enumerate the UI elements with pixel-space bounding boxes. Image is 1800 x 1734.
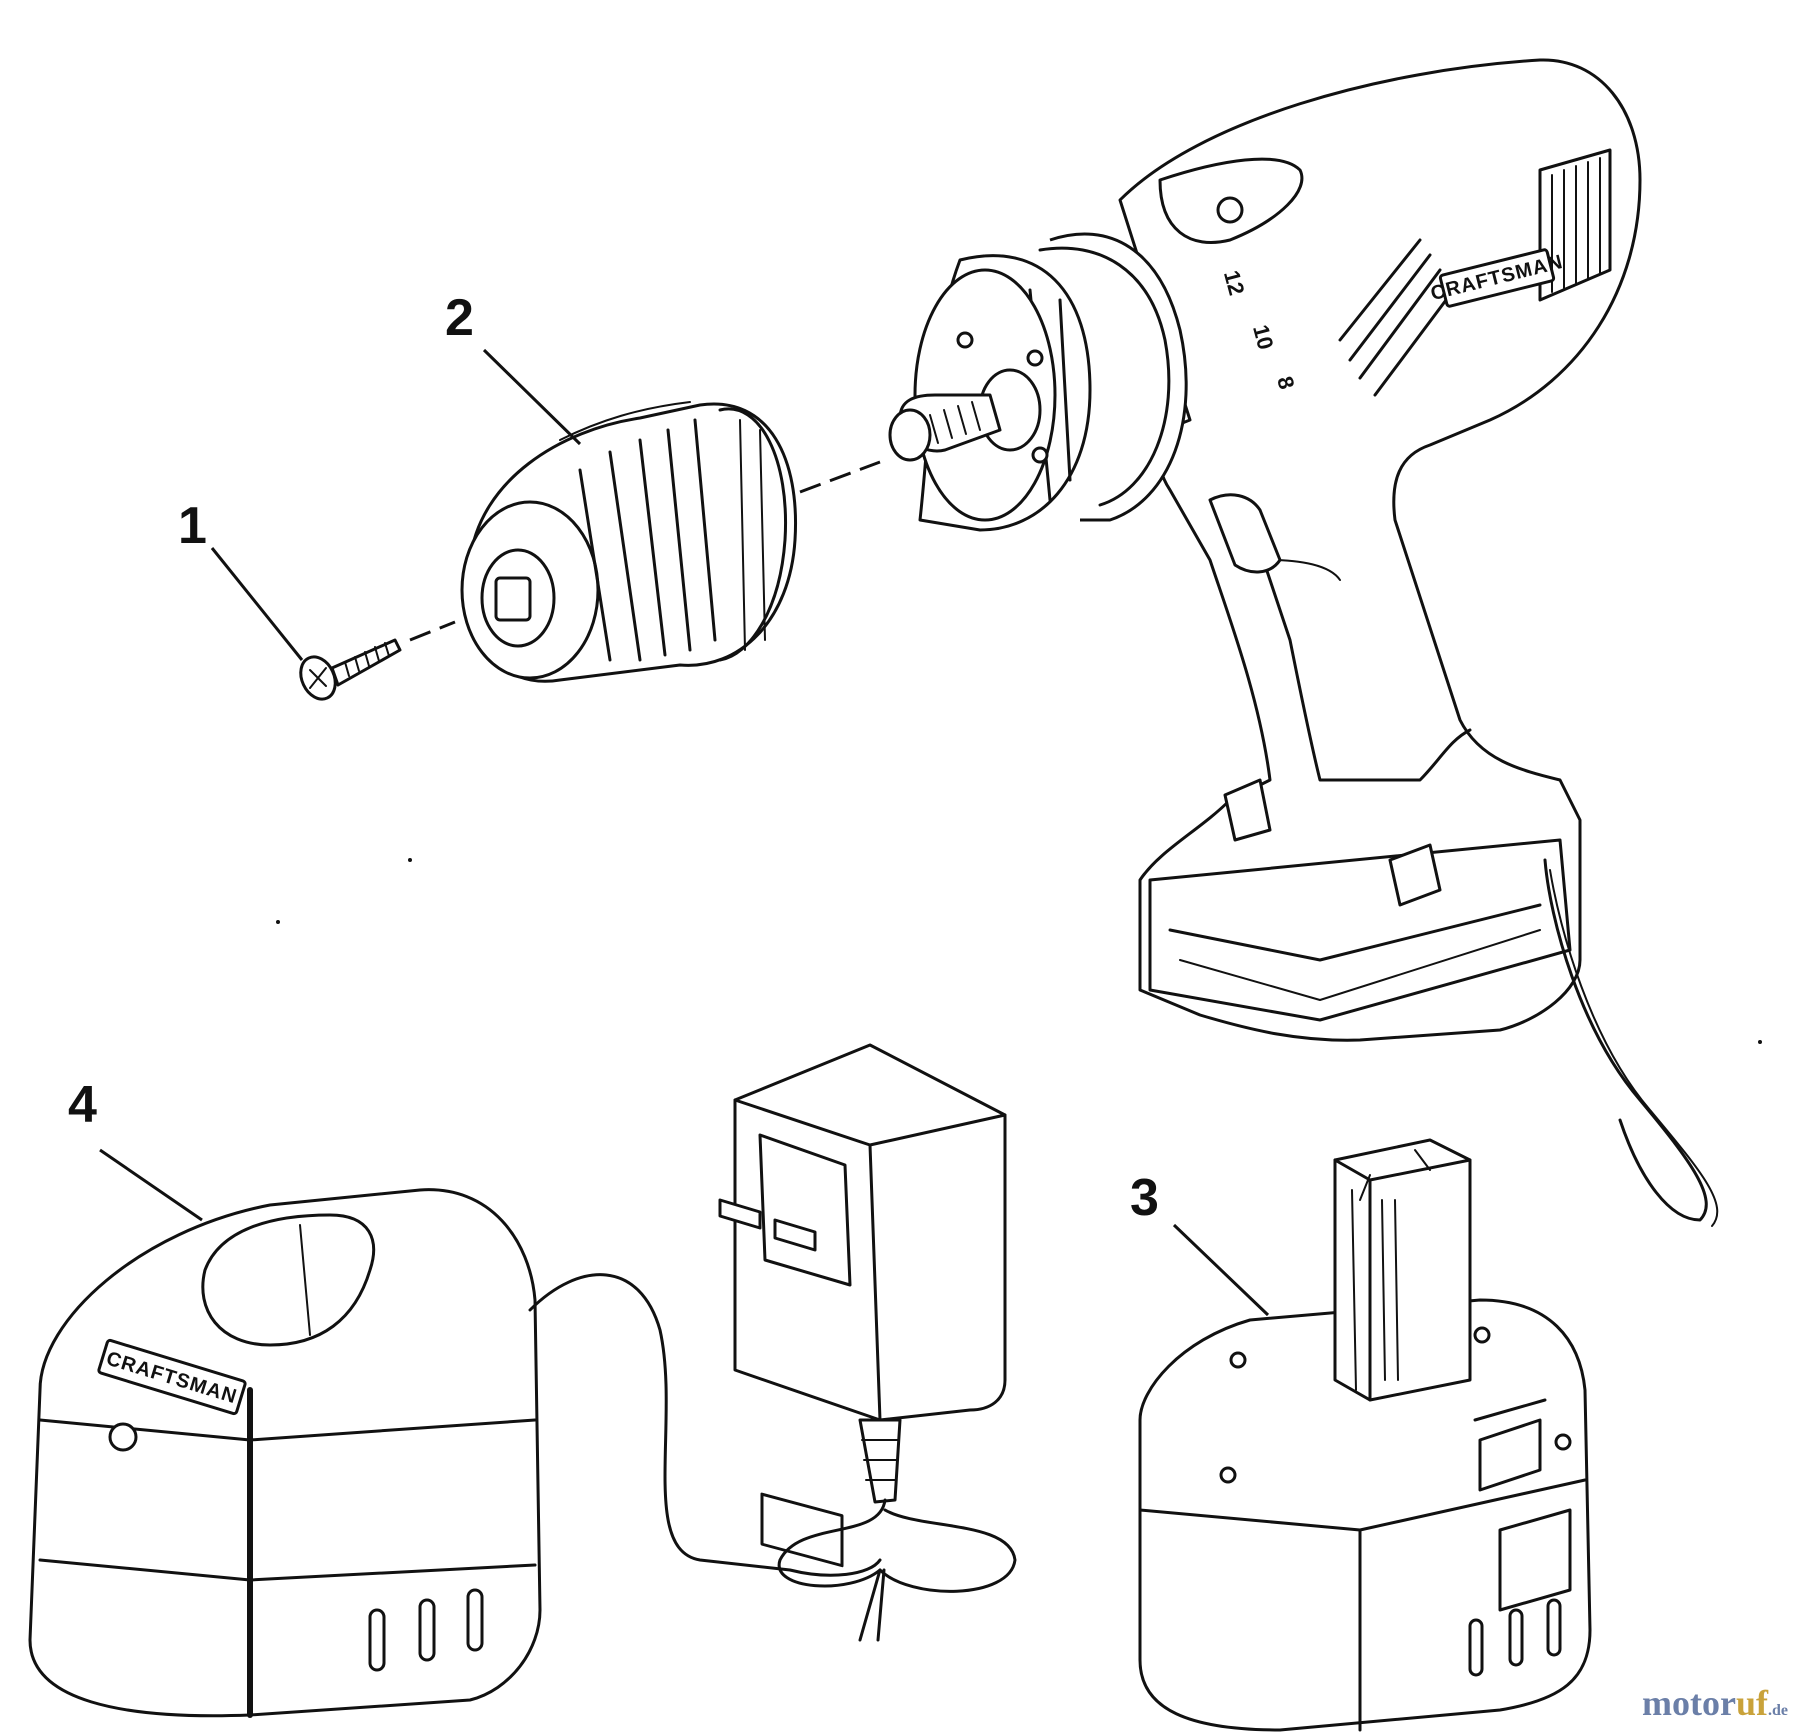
callout-3: 3 <box>1130 1169 1159 1227</box>
charger-part: CRAFTSMAN <box>28 1188 542 1718</box>
drill-body: CRAFTSMAN 12 10 8 <box>888 58 1762 1227</box>
screw-axis-dash <box>409 620 456 642</box>
screw-leader-line <box>210 547 304 661</box>
chuck-leader-line <box>482 348 582 446</box>
charger-cord <box>528 1273 882 1577</box>
chuck-part <box>460 401 798 683</box>
callout-4: 4 <box>68 1076 97 1134</box>
watermark-part-2: uf <box>1735 1683 1768 1723</box>
speck <box>276 920 280 924</box>
callout-2: 2 <box>445 289 474 347</box>
chuck-axis-dash <box>799 460 881 494</box>
ac-adapter <box>718 1043 1017 1642</box>
charger-leader-line <box>99 1148 203 1222</box>
battery-part <box>1138 1138 1592 1732</box>
callout-1: 1 <box>178 497 207 555</box>
battery-leader-line <box>1172 1223 1270 1317</box>
watermark-part-1: motor <box>1642 1683 1736 1723</box>
site-watermark: motoruf.de <box>1642 1682 1788 1724</box>
screw-part <box>299 638 402 701</box>
speck <box>408 858 412 862</box>
watermark-part-3: .de <box>1768 1702 1788 1719</box>
